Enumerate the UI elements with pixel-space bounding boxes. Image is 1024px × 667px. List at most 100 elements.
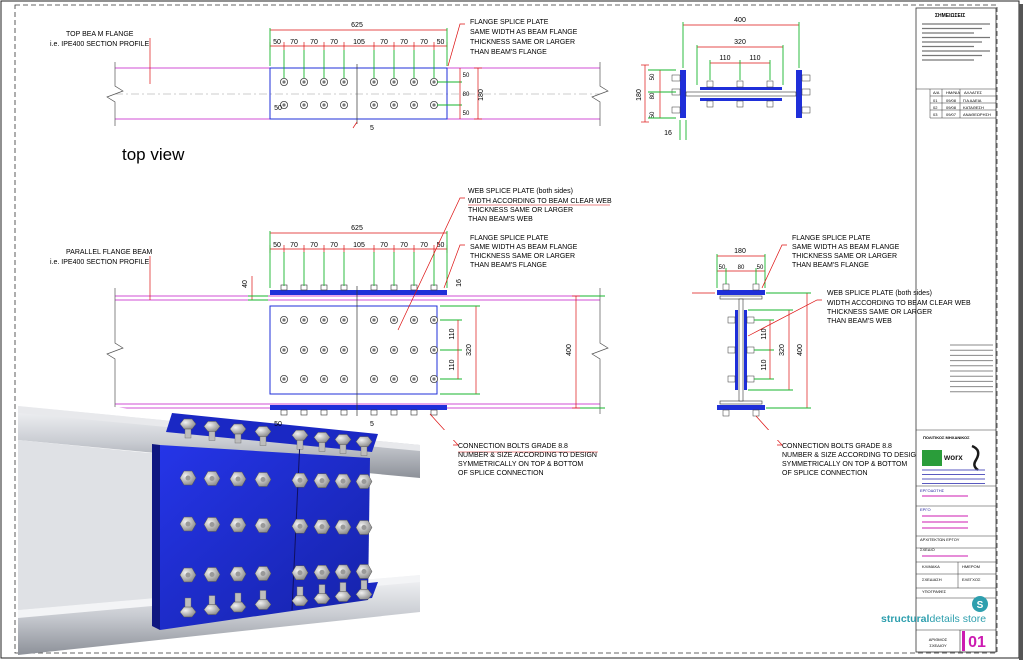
splice-3d-render xyxy=(18,395,900,655)
side-web-bolt-7-2-core xyxy=(432,377,436,381)
render-web-bolt-core-7-0 xyxy=(361,479,367,485)
side-web-bolt-6-2-core xyxy=(412,377,416,381)
render-top-bolt-nut-4 xyxy=(291,429,309,441)
render-web-plate-edge xyxy=(152,444,160,630)
revision-2-change: ΚΑΤΑΘΕΣΗ xyxy=(963,105,984,110)
top-spacing-dim-label-6: 70 xyxy=(400,39,408,46)
tb-logo-swoosh xyxy=(971,444,980,472)
sheet-label-1: ΑΡΙΘΜΟΣ xyxy=(929,637,948,642)
section2-flange-note-3: THICKNESS SAME OR LARGER xyxy=(792,253,897,260)
side-web-dim-2: 110 xyxy=(449,359,456,370)
section2-top-bolt-1 xyxy=(752,283,760,291)
section2-web-bolt-l-1 xyxy=(727,346,736,354)
section2-top-plate xyxy=(717,290,765,295)
top-bolt-lower-5-core xyxy=(392,103,396,107)
side-break-right xyxy=(591,288,609,414)
field-architect-label: ΑΡΧΙΤΕΚΤΩΝ ΕΡΓΟΥ xyxy=(920,537,960,542)
revision-header-no: Α/Α xyxy=(933,90,940,95)
render-web-plate xyxy=(160,445,370,630)
render-web-bolt-core-0-2 xyxy=(185,572,191,578)
top-spacing-dim-label-0: 50 xyxy=(273,39,281,46)
render-top-bolt-nut-0 xyxy=(179,418,197,430)
render-bottom-bolt-nut-2 xyxy=(229,601,247,613)
side-flange-note-1: FLANGE SPLICE PLATE xyxy=(470,235,549,242)
side-web-note-1: WEB SPLICE PLATE (both sides) xyxy=(468,188,573,195)
section1-flange-bolt-l-2 xyxy=(671,106,681,114)
brand-name-bold: structural xyxy=(881,613,930,625)
side-bottom-bolt-7 xyxy=(430,409,438,416)
grid-date-label: ΗΜΕΡΟΜ xyxy=(962,564,980,569)
section2-web-plate-r xyxy=(744,310,747,390)
side-spacing-dim-label-6: 70 xyxy=(400,242,408,249)
side-bolt-note-3: SYMMETRICALLY ON TOP & BOTTOM xyxy=(458,461,583,468)
top-plate-leader xyxy=(447,23,465,67)
top-spacing-dim-label-8: 50 xyxy=(437,39,445,46)
side-member-note-2: i.e. IPE400 SECTION PROFILE xyxy=(50,259,150,266)
field-client-label: ΕΡΓΟΔΟΤΗΣ xyxy=(920,488,945,493)
section1-width-dim: 400 xyxy=(734,17,746,24)
section2-web-dim-1: 110 xyxy=(761,328,768,339)
section2-web-note-2: WIDTH ACCORDING TO BEAM CLEAR WEB xyxy=(827,300,971,307)
side-flange-note-4: THAN BEAM'S FLANGE xyxy=(470,262,547,269)
render-bottom-bolt-nut-1 xyxy=(203,604,221,615)
side-gap-dim: 5 xyxy=(370,421,374,428)
section2-web-bolt-l-0 xyxy=(727,316,736,324)
render-web-bolt-core-1-0 xyxy=(209,475,215,481)
side-bottom-bolt-0 xyxy=(280,409,288,416)
revision-2-no: 02 xyxy=(933,105,938,110)
tb-logo-mark xyxy=(922,450,942,466)
section2-top-bolt-0 xyxy=(722,283,730,291)
side-web-bolt-0-0-core xyxy=(282,318,286,322)
render-web-bolt-core-6-0 xyxy=(340,478,346,484)
top-bolt-upper-1-core xyxy=(302,80,306,84)
top-edge-dim-2: 50 xyxy=(463,111,470,117)
section1-height-dim: 180 xyxy=(636,89,643,101)
section2-web xyxy=(738,298,744,402)
side-break-left xyxy=(106,288,124,414)
brand-name: structuraldetails store xyxy=(881,613,986,625)
title-block-heading: ΣΗΜΕΙΩΣΕΙΣ xyxy=(935,13,965,19)
section2-bolt-note-3: SYMMETRICALLY ON TOP & BOTTOM xyxy=(782,461,907,468)
brand-name-light: details store xyxy=(929,613,986,625)
side-web-note-3: THICKNESS SAME OR LARGER xyxy=(468,207,573,214)
section2-bottom-bolt-1 xyxy=(752,409,760,417)
side-bottom-bolt-5 xyxy=(390,409,398,416)
side-bottom-flange-plate xyxy=(270,405,447,410)
side-spacing-dim-label-8: 50 xyxy=(437,242,445,249)
render-web-bolt-core-2-2 xyxy=(235,571,241,577)
section1-bolt-dim-2: 110 xyxy=(749,55,760,62)
top-plate-note-2: SAME WIDTH AS BEAM FLANGE xyxy=(470,29,578,36)
render-top-bolt-nut-1 xyxy=(203,421,221,432)
render-bottom-bolt-nut-4 xyxy=(291,595,309,607)
side-web-bolt-2-1-core xyxy=(322,348,326,352)
section1-bolt-head-1 xyxy=(736,80,744,88)
side-web-bolt-0-2-core xyxy=(282,377,286,381)
render-web-bolt-core-3-0 xyxy=(260,477,266,482)
top-edge-dim-0: 50 xyxy=(463,73,470,79)
top-bolt-upper-6-core xyxy=(412,80,416,84)
render-top-bolt-nut-3 xyxy=(254,426,272,437)
side-beam-height-dim: 400 xyxy=(566,344,573,356)
render-web-bolt-core-0-1 xyxy=(185,521,191,527)
side-web-note-4: THAN BEAM'S WEB xyxy=(468,216,533,223)
side-bottom-bolt-4 xyxy=(370,409,378,416)
side-web-bolt-3-2-core xyxy=(342,377,346,381)
top-bolt-lower-4-core xyxy=(372,103,376,107)
section1-thickness-dim: 16 xyxy=(664,130,672,137)
section2-bottom-plate xyxy=(717,405,765,410)
top-member-note-1: TOP BEA M FLANGE xyxy=(66,31,134,38)
top-bolt-upper-5-core xyxy=(392,80,396,84)
render-web-bolt-core-6-1 xyxy=(340,524,346,530)
side-spacing-dim-label-1: 70 xyxy=(290,242,298,249)
top-bolt-lower-7-core xyxy=(432,103,436,107)
top-gap-leader xyxy=(352,121,358,129)
top-edge-dim-1: 80 xyxy=(463,92,470,98)
section1-flange-bolt-r-1 xyxy=(801,88,811,96)
render-web-bolt-core-1-1 xyxy=(209,521,215,527)
render-bottom-bolt-nut-3 xyxy=(254,599,272,610)
render-web-bolt-core-7-2 xyxy=(361,568,367,574)
revision-2-date: 09/08 xyxy=(946,105,957,110)
top-plate-note-4: THAN BEAM'S FLANGE xyxy=(470,49,547,56)
render-web-bolt-core-4-0 xyxy=(297,477,303,483)
